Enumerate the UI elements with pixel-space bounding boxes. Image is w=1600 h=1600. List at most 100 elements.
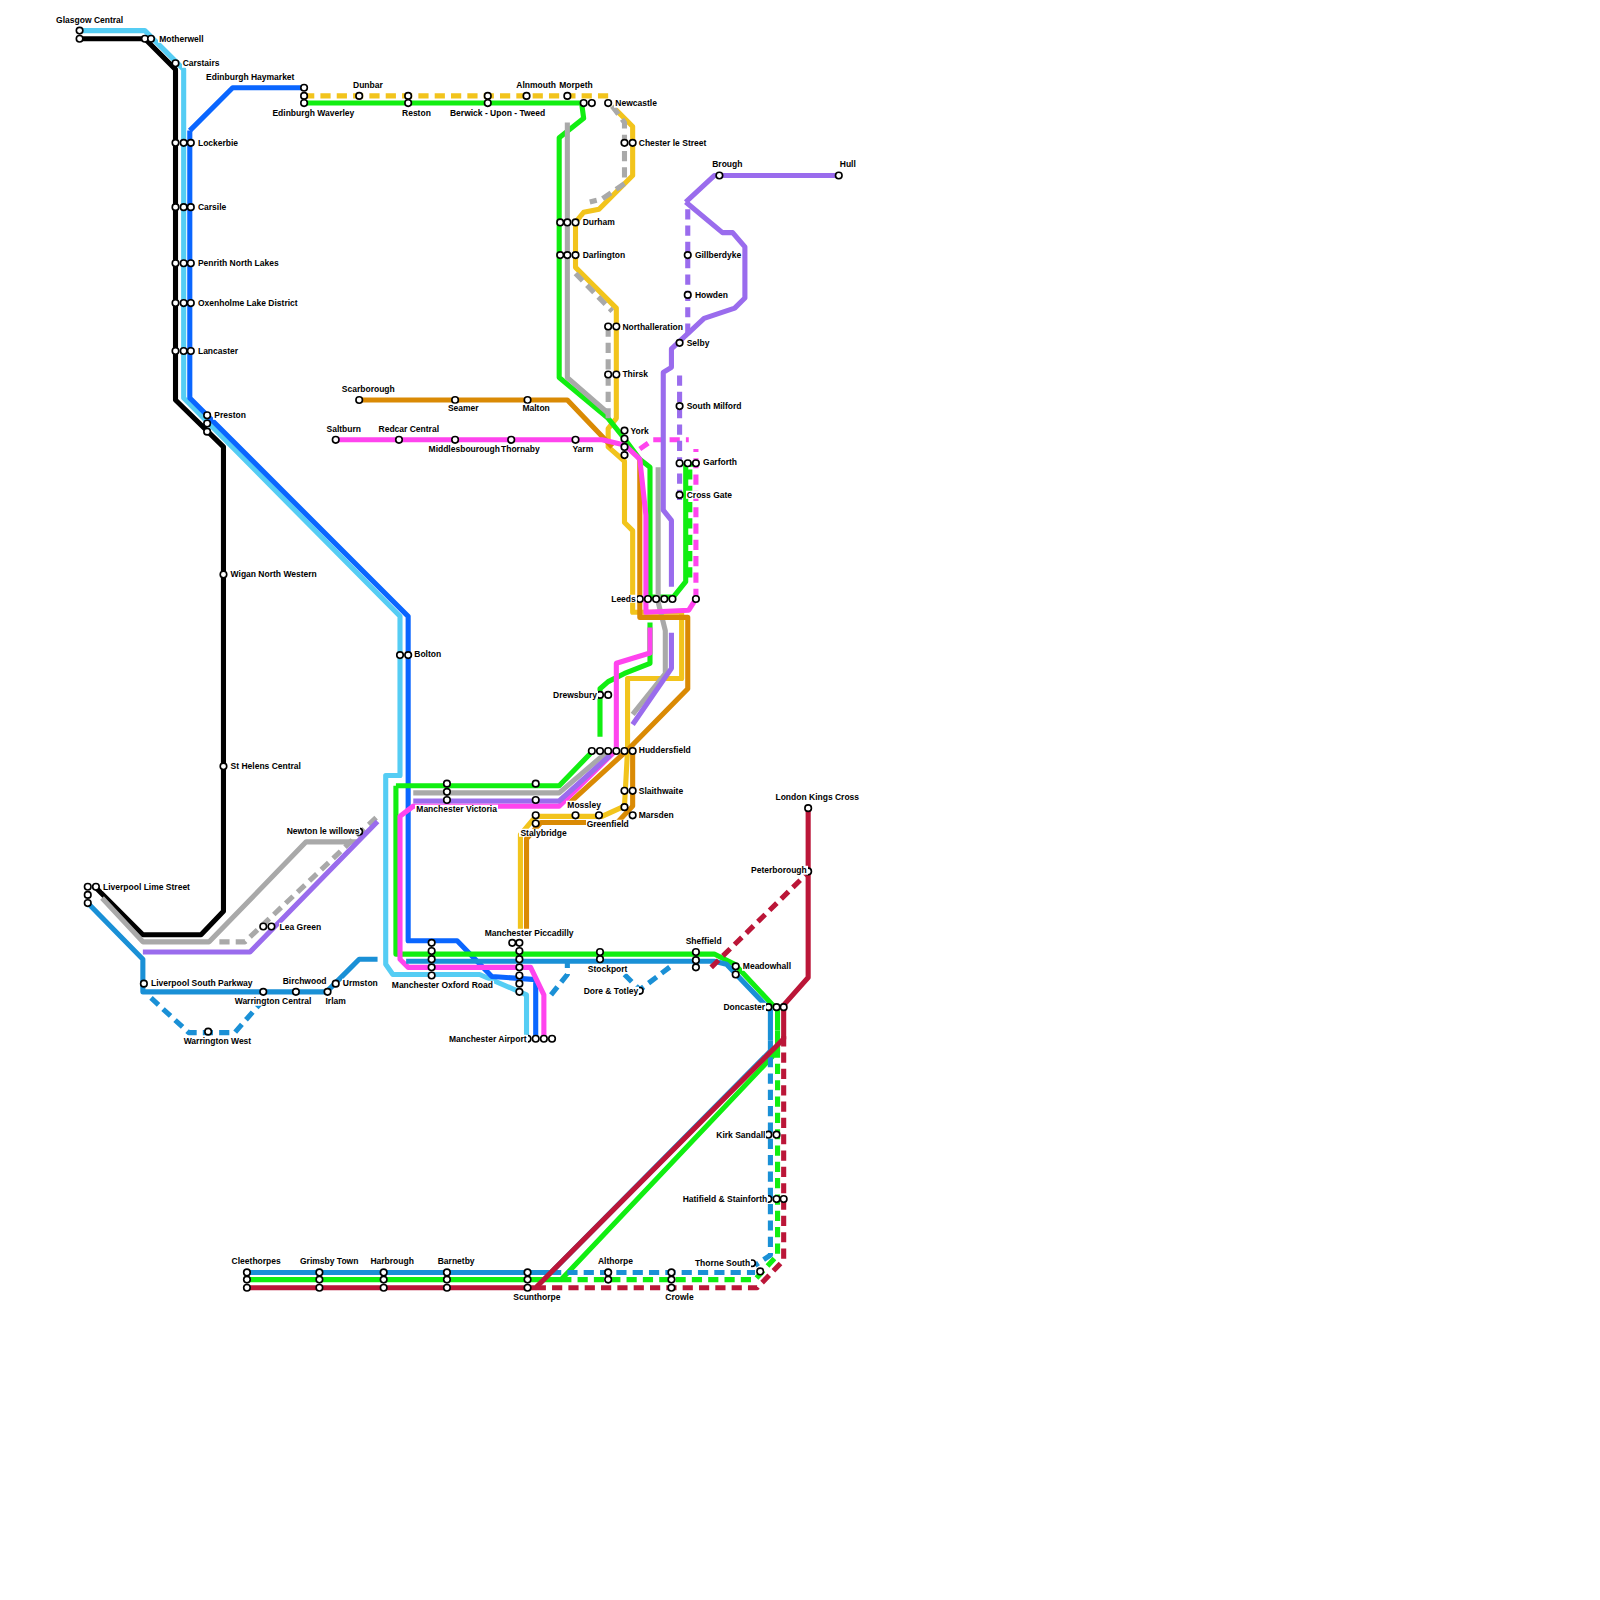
- station-dot: [661, 596, 668, 603]
- station-dot: [332, 980, 339, 987]
- rail-line: [219, 816, 377, 942]
- station-label: Slaithwaite: [638, 787, 684, 796]
- station-dot: [668, 1284, 675, 1291]
- station-dot: [484, 100, 491, 107]
- station-dot: [188, 348, 195, 355]
- station-dot: [605, 692, 612, 699]
- station-label: Scarborough: [341, 385, 396, 394]
- station-label: Chester le Street: [638, 139, 708, 148]
- station-dot: [676, 492, 683, 499]
- station-label: Howden: [694, 291, 729, 300]
- rail-line: [102, 842, 357, 942]
- station-label: Dore & Totley: [583, 987, 640, 996]
- station-dot: [524, 397, 531, 404]
- rail-line: [190, 131, 536, 1039]
- station-dot: [629, 748, 636, 755]
- station-dot: [204, 412, 211, 419]
- station-dot: [621, 436, 628, 443]
- station-dot: [524, 1276, 531, 1283]
- station-dot: [172, 204, 179, 211]
- station-dot: [613, 371, 620, 378]
- station-dot: [532, 820, 539, 827]
- station-dot: [572, 812, 579, 819]
- station-label: Althorpe: [597, 1257, 634, 1266]
- station-dot: [669, 596, 676, 603]
- station-dot: [444, 1269, 451, 1276]
- station-dot: [316, 1276, 323, 1283]
- station-label: Brough: [711, 160, 743, 169]
- station-dot: [188, 204, 195, 211]
- station-dot: [84, 892, 91, 899]
- station-dot: [676, 460, 683, 467]
- rail-line: [400, 628, 650, 1039]
- station-dot: [172, 348, 179, 355]
- station-dot: [516, 972, 523, 979]
- station-dot: [621, 427, 628, 434]
- station-label: Huddersfield: [638, 746, 692, 755]
- station-dot: [532, 780, 539, 787]
- rail-line: [606, 327, 611, 419]
- station-dot: [301, 84, 308, 91]
- station-dot: [244, 1284, 251, 1291]
- station-label: Manchester Piccadilly: [484, 928, 575, 937]
- station-dot: [637, 596, 644, 603]
- station-dot: [693, 949, 700, 956]
- station-label: Motherwell: [158, 35, 204, 44]
- station-dot: [693, 964, 700, 971]
- station-label: Newton le willows: [286, 826, 361, 835]
- station-label: Edinburgh Haymarket: [205, 72, 295, 81]
- station-label: Manchester Airport: [448, 1035, 528, 1044]
- rail-line: [527, 750, 633, 934]
- station-dot: [836, 172, 843, 179]
- rail-line: [551, 1270, 755, 1275]
- station-label: Warrington Central: [234, 997, 313, 1006]
- station-label: Berwick - Upon - Tweed: [449, 109, 546, 118]
- station-label: Peterborough: [750, 866, 808, 875]
- station-dot: [668, 1269, 675, 1276]
- station-label: Stockport: [587, 965, 629, 974]
- station-label: Saltburn: [326, 424, 362, 433]
- rail-line: [336, 440, 696, 612]
- line-group: [76, 27, 842, 1291]
- station-label: Kirk Sandall: [715, 1130, 766, 1139]
- station-dot: [732, 963, 739, 970]
- station-label: Carstairs: [182, 59, 221, 68]
- station-label: Meadowhall: [742, 962, 792, 971]
- station-dot: [93, 883, 100, 890]
- station-dot: [572, 437, 579, 444]
- station-dot: [172, 260, 179, 267]
- station-dot: [580, 100, 587, 107]
- station-label: York: [630, 426, 650, 435]
- rail-line: [80, 39, 224, 935]
- station-dot: [444, 1284, 451, 1291]
- station-dot: [516, 980, 523, 987]
- station-dot: [324, 989, 331, 996]
- rail-line: [247, 806, 808, 1288]
- rail-line: [590, 106, 625, 202]
- station-label: Barnetby: [437, 1257, 476, 1266]
- station-dot: [629, 140, 636, 147]
- station-dot: [549, 1036, 556, 1043]
- rail-line: [304, 93, 612, 98]
- station-dot: [172, 140, 179, 147]
- station-dot: [621, 748, 628, 755]
- station-dot: [380, 1276, 387, 1283]
- station-dot: [773, 1196, 780, 1203]
- station-label: Irlam: [324, 997, 346, 1006]
- station-label: Mossley: [566, 801, 602, 810]
- station-dot: [684, 460, 691, 467]
- station-dot: [765, 1004, 772, 1011]
- station-label: Darlington: [582, 251, 627, 260]
- station-dot: [532, 797, 539, 804]
- station-dot: [516, 989, 523, 996]
- station-label: Oxenholme Lake District: [197, 299, 299, 308]
- rail-line: [685, 209, 690, 337]
- station-dot: [180, 140, 187, 147]
- station-dot: [76, 36, 83, 43]
- rail-line: [663, 202, 745, 587]
- station-dot: [605, 1269, 612, 1276]
- station-dot: [484, 93, 491, 100]
- station-label: South Milford: [686, 402, 743, 411]
- station-label: Edinburgh Waverley: [271, 109, 355, 118]
- rail-line: [576, 273, 613, 311]
